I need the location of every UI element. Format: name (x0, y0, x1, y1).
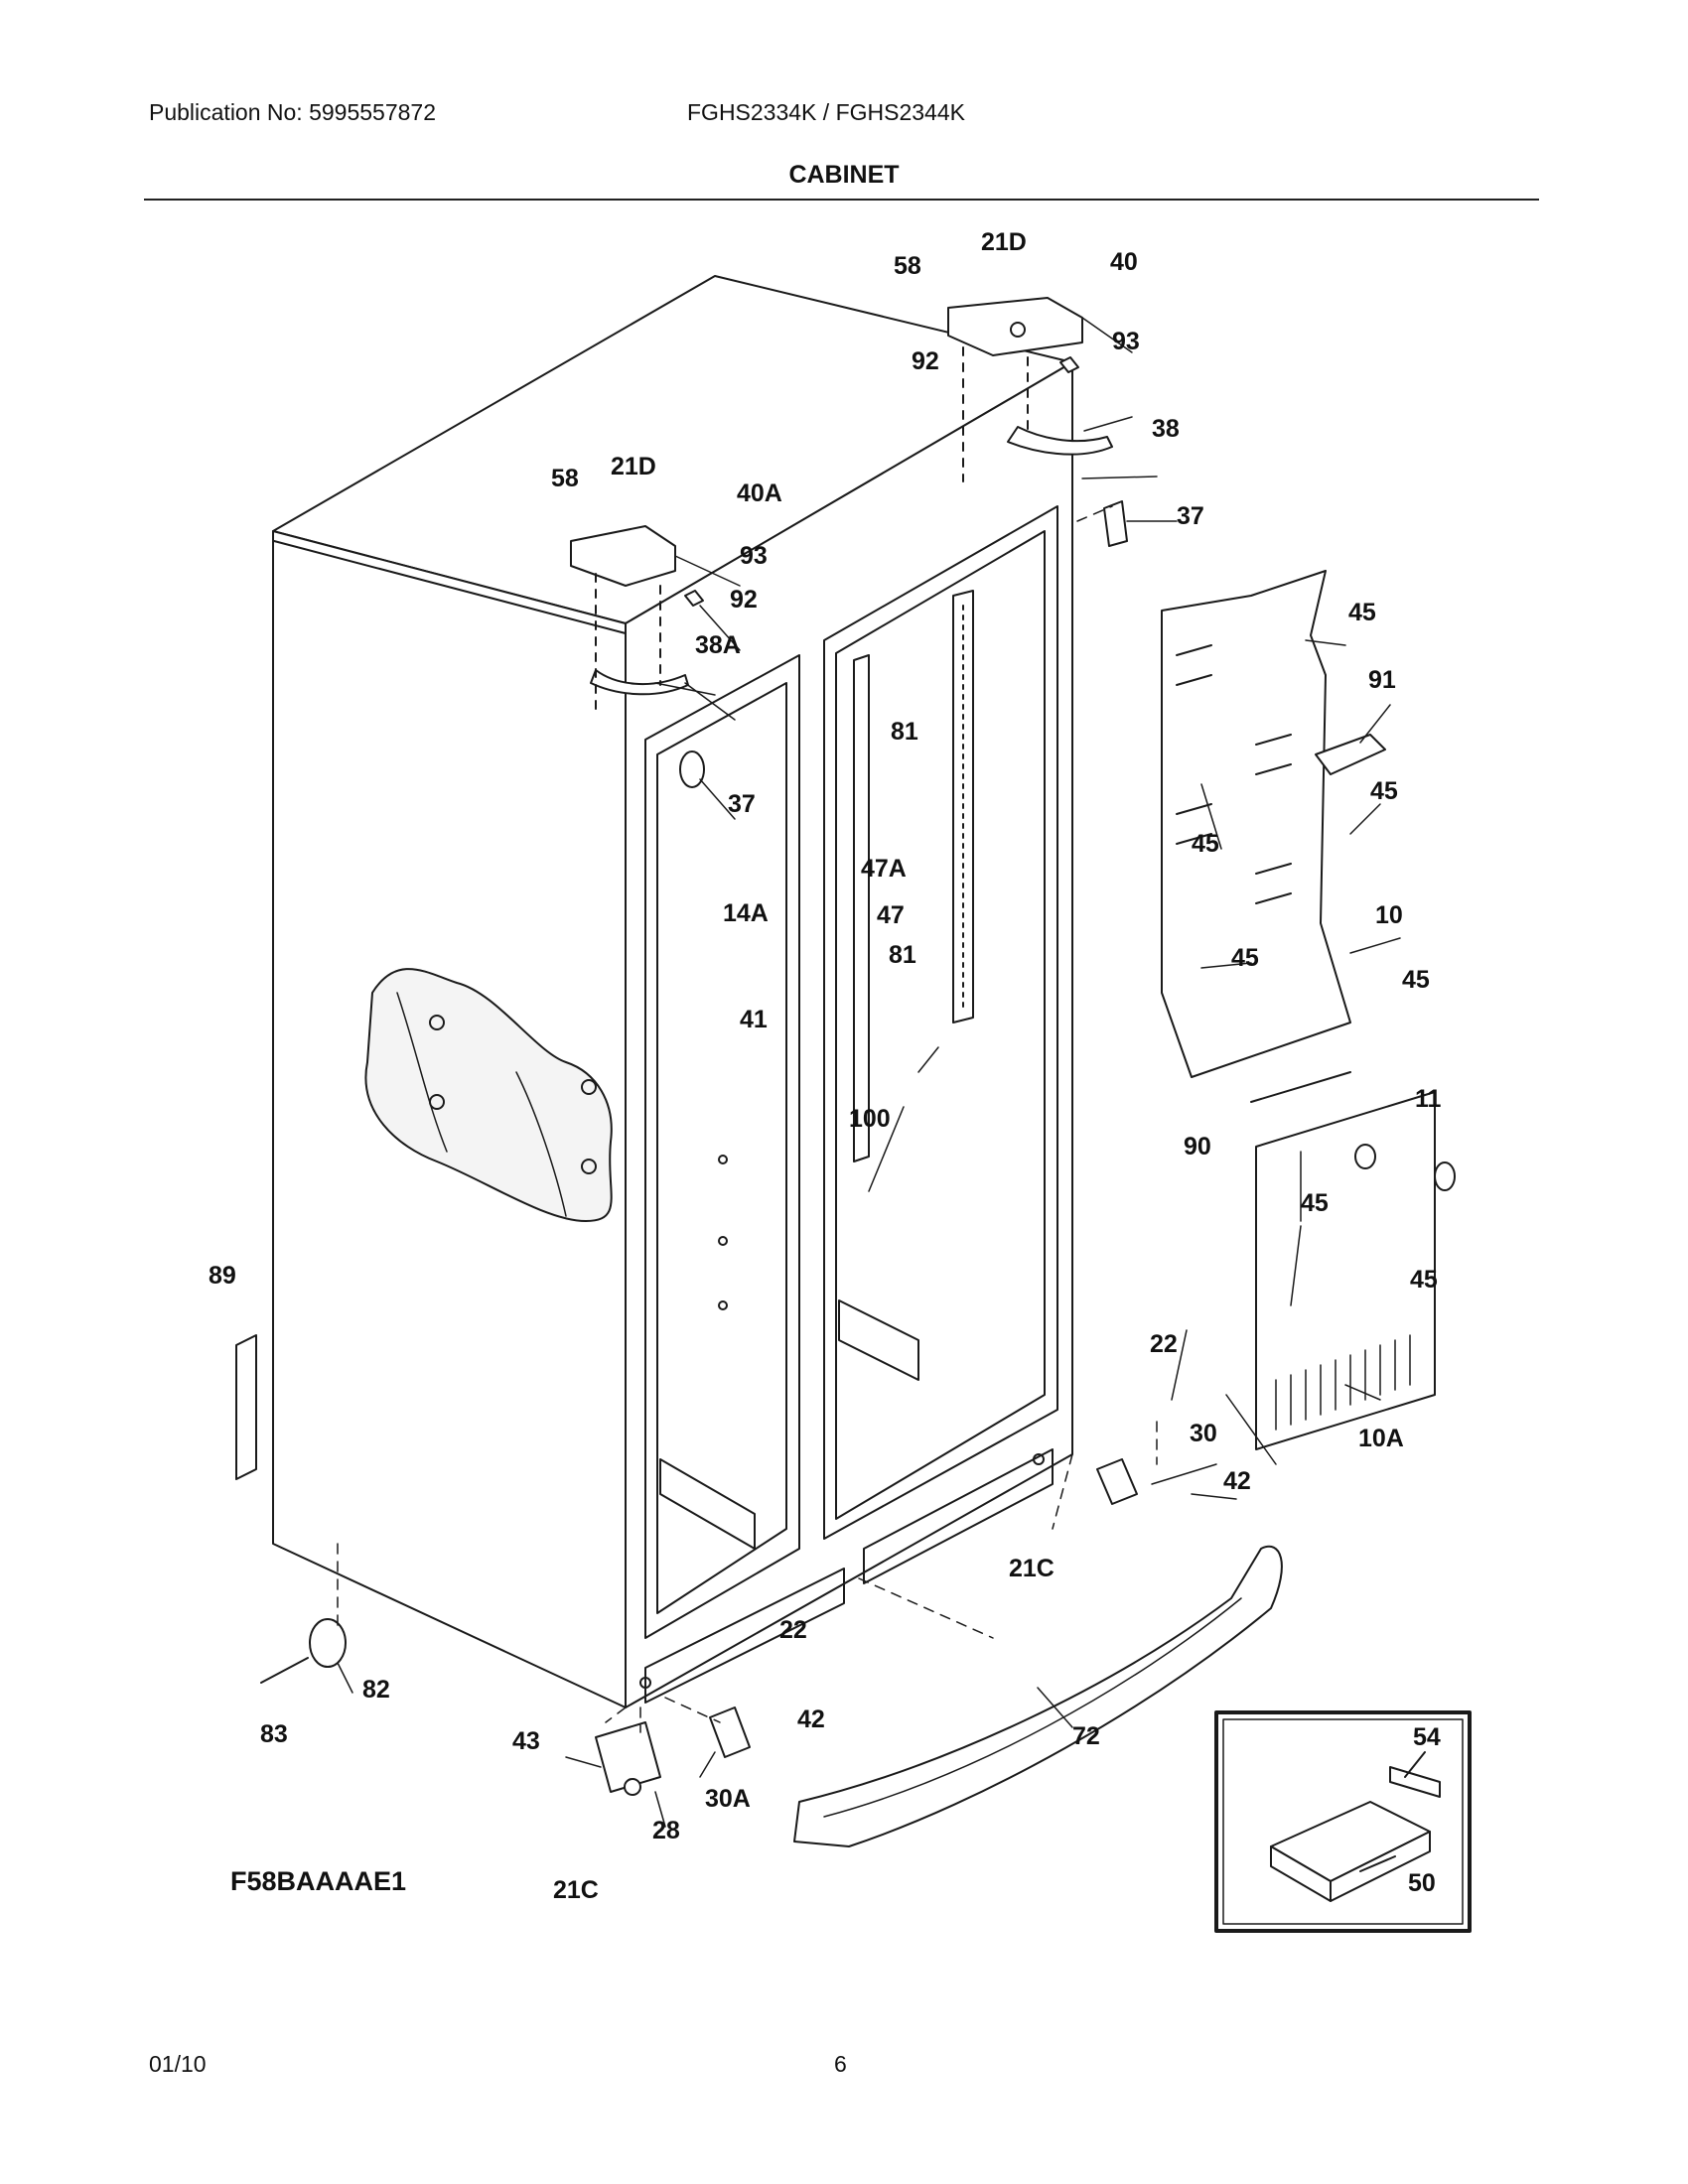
part-label-81: 81 (891, 718, 918, 746)
top-hinge-right (947, 297, 1128, 547)
part-label-89: 89 (209, 1262, 236, 1290)
part-label-93: 93 (740, 542, 768, 570)
page-number: 6 (834, 2051, 847, 2077)
cabinet-body (272, 275, 1073, 1708)
part-label-22: 22 (779, 1616, 807, 1644)
shelf-ladders (853, 590, 974, 1162)
leveler-bracket (595, 1721, 661, 1796)
part-label-42: 42 (797, 1706, 825, 1733)
part-label-21D: 21D (981, 228, 1027, 256)
part-label-40A: 40A (737, 479, 782, 507)
part-label-81: 81 (889, 941, 916, 969)
part-label-43: 43 (512, 1727, 540, 1755)
part-label-100: 100 (849, 1105, 891, 1133)
part-label-45: 45 (1231, 944, 1259, 972)
part-label-11: 11 (1415, 1085, 1442, 1113)
part-label-10A: 10A (1358, 1425, 1404, 1452)
toe-grille (793, 1546, 1283, 1847)
header-divider (144, 199, 1539, 201)
part-label-41: 41 (740, 1006, 768, 1033)
footer-date: 01/10 (149, 2051, 207, 2077)
part-label-47: 47 (877, 901, 905, 929)
part-label-45: 45 (1410, 1266, 1438, 1294)
part-label-90: 90 (1184, 1133, 1211, 1160)
part-label-93: 93 (1112, 328, 1140, 355)
part-label-58: 58 (894, 252, 921, 280)
inset-detail-box (1214, 1710, 1472, 1933)
top-hinge-left (570, 525, 705, 788)
part-label-47A: 47A (861, 855, 907, 883)
part-labels: 58 21D 40 93 92 38 37 58 21D 40A 93 92 3… (209, 228, 1442, 1904)
part-label-82: 82 (362, 1676, 390, 1704)
part-label-21C: 21C (553, 1876, 599, 1904)
part-label-37: 37 (728, 790, 756, 818)
bottom-hinge-brackets (709, 1458, 1138, 1758)
part-label-28: 28 (652, 1817, 680, 1844)
part-label-92: 92 (912, 347, 939, 375)
part-label-21D: 21D (611, 453, 656, 480)
page-title: CABINET (788, 161, 900, 189)
roller (260, 1618, 347, 1684)
insulation-patch (364, 968, 613, 1222)
part-label-37: 37 (1177, 502, 1204, 530)
part-label-42: 42 (1223, 1467, 1251, 1495)
part-label-45: 45 (1370, 777, 1398, 805)
part-label-45: 45 (1301, 1189, 1329, 1217)
part-label-21C: 21C (1009, 1555, 1055, 1582)
side-bracket (235, 1334, 257, 1480)
part-label-45: 45 (1192, 830, 1219, 858)
part-label-10: 10 (1375, 901, 1403, 929)
part-label-50: 50 (1408, 1869, 1436, 1897)
diagram-code: F58BAAAAE1 (230, 1866, 407, 1896)
part-label-58: 58 (551, 465, 579, 492)
part-label-14A: 14A (723, 899, 769, 927)
publication-number: Publication No: 5995557872 (149, 99, 437, 125)
part-label-83: 83 (260, 1720, 288, 1748)
part-label-91: 91 (1368, 666, 1396, 694)
part-label-45: 45 (1348, 599, 1376, 626)
part-label-92: 92 (730, 586, 758, 614)
part-label-38A: 38A (695, 631, 741, 659)
part-label-30: 30 (1190, 1420, 1217, 1447)
rear-panel (1161, 570, 1386, 1103)
part-label-72: 72 (1072, 1722, 1100, 1750)
part-label-40: 40 (1110, 248, 1138, 276)
part-label-45: 45 (1402, 966, 1430, 994)
part-label-54: 54 (1413, 1723, 1441, 1751)
model-numbers: FGHS2334K / FGHS2344K (687, 99, 965, 125)
part-label-30A: 30A (705, 1785, 751, 1813)
part-label-38: 38 (1152, 415, 1180, 443)
part-label-22: 22 (1150, 1330, 1178, 1358)
